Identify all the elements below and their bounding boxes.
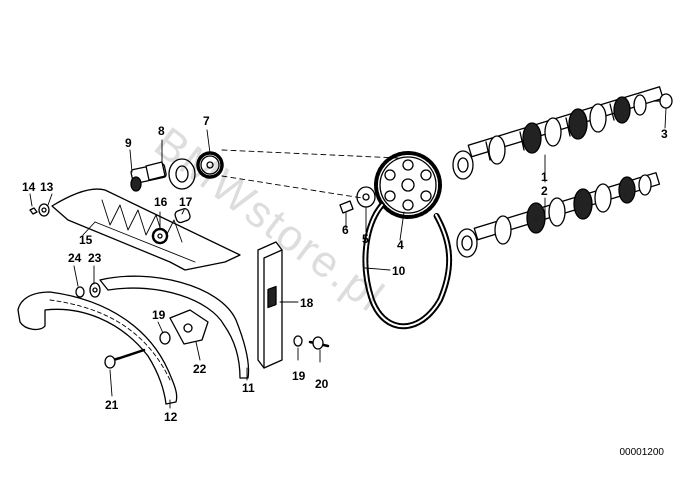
callout-6: 6 — [342, 223, 349, 237]
callout-14: 14 — [22, 180, 36, 194]
callout-20: 20 — [315, 377, 329, 391]
tensioner-rail-lower — [17, 291, 178, 405]
tensioner-housing — [168, 158, 196, 190]
washer-19b — [293, 335, 303, 347]
sprocket-bolt — [339, 200, 354, 214]
callout-13: 13 — [40, 180, 54, 194]
callout-4: 4 — [397, 238, 404, 252]
slide-rail — [257, 241, 283, 369]
washer-19a — [159, 331, 171, 345]
sleeve-17 — [174, 208, 191, 224]
washer-24 — [75, 286, 85, 298]
leader-lines — [29, 107, 667, 409]
callout-15: 15 — [79, 233, 93, 247]
callout-19-slide: 19 — [292, 369, 306, 383]
callout-18: 18 — [300, 296, 314, 310]
sprocket-washer — [356, 186, 376, 208]
callout-7: 7 — [203, 114, 210, 128]
bolt-20 — [308, 336, 330, 350]
callout-3: 3 — [661, 127, 668, 141]
camshaft-sprocket — [374, 151, 442, 219]
callout-12: 12 — [164, 410, 178, 424]
pivot-22 — [169, 309, 209, 345]
nut-14 — [29, 207, 38, 215]
callout-23: 23 — [88, 251, 102, 265]
tensioner-plunger — [130, 161, 167, 192]
callout-22: 22 — [193, 362, 207, 376]
guide-sprocket-7 — [196, 151, 224, 179]
washer-13 — [38, 203, 50, 217]
callout-21: 21 — [105, 398, 119, 412]
callout-9: 9 — [125, 136, 132, 150]
callout-1: 1 — [541, 170, 548, 184]
callout-17: 17 — [179, 195, 193, 209]
callout-10: 10 — [392, 264, 406, 278]
bolt-21 — [104, 348, 146, 369]
small-sprocket-16 — [151, 227, 169, 245]
tensioner-rail-upper — [51, 188, 241, 271]
camshaft-upper — [452, 86, 664, 180]
callout-24: 24 — [68, 251, 82, 265]
assembly-line-upper — [221, 149, 399, 159]
callout-8: 8 — [158, 124, 165, 138]
timing-chain — [362, 202, 453, 330]
callout-19-rail: 19 — [152, 308, 166, 322]
guide-rail — [99, 275, 250, 379]
catalog-number: 00001200 — [619, 447, 665, 458]
callout-11: 11 — [242, 381, 255, 395]
bushing-23 — [89, 282, 101, 298]
callout-2: 2 — [541, 184, 548, 198]
callout-16: 16 — [154, 195, 168, 209]
camshaft-lower — [456, 172, 661, 258]
callout-5: 5 — [362, 232, 369, 246]
assembly-line-lower — [221, 175, 363, 199]
